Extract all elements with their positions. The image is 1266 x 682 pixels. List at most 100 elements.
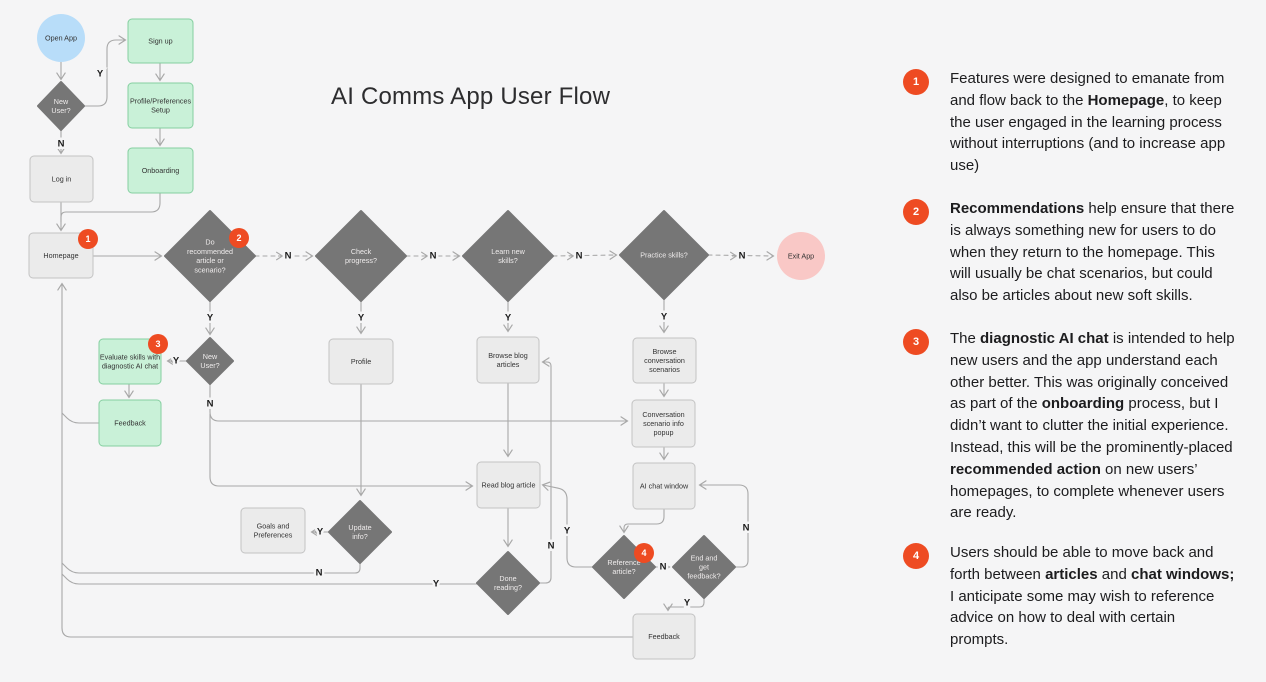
branch-label-y: Y <box>433 579 440 590</box>
page-title: AI Comms App User Flow <box>331 83 611 110</box>
node-label: Read blog article <box>482 481 536 490</box>
annotation-number-badge: 3 <box>903 329 929 355</box>
branch-label-n: N <box>739 251 746 262</box>
node-feedback-diagnostic: Feedback <box>98 399 162 447</box>
node-label: Feedback <box>648 632 680 641</box>
node-exit-app: Exit App <box>777 232 825 280</box>
node-practice-skills: Practice skills? <box>619 210 709 300</box>
edge-end-n-aichat <box>698 480 749 568</box>
step-badge-2 <box>229 228 249 248</box>
flow-edges <box>56 35 775 638</box>
branch-label-y: Y <box>684 598 691 609</box>
branch-label-y: Y <box>97 69 104 80</box>
edge-newusermid-n-popup <box>209 383 629 426</box>
node-log-in: Log in <box>29 155 94 203</box>
branch-label-n: N <box>285 251 292 262</box>
edge-reference-y-readblog <box>541 481 594 568</box>
annotation-text: The diagnostic AI chat is intended to he… <box>950 330 1235 522</box>
svg-text:4: 4 <box>641 548 646 558</box>
node-sign-up: Sign up <box>127 18 194 64</box>
node-feedback-final: Feedback <box>632 613 696 660</box>
edge-donereading-y-return <box>61 573 478 585</box>
annotation-number-badge: 4 <box>903 543 929 569</box>
svg-text:2: 2 <box>236 233 241 243</box>
node-label: Feedback <box>114 419 146 428</box>
annotation-item-4: 4 Users should be able to move back and f… <box>903 543 1239 651</box>
edge-updateinfo-n-return <box>61 562 361 574</box>
edge-learnskills-n <box>552 250 618 260</box>
svg-text:1: 1 <box>85 234 90 244</box>
node-label: Exit App <box>788 252 814 261</box>
annotation-number-badge: 1 <box>903 69 929 95</box>
node-label: Sign up <box>148 37 172 46</box>
branch-label-y: Y <box>358 313 365 324</box>
node-label: Profile <box>351 357 371 366</box>
branch-label-n: N <box>548 541 555 552</box>
annotation-text: Features were designed to emanate from a… <box>950 70 1226 175</box>
svg-text:3: 3 <box>155 339 160 349</box>
node-label: Homepage <box>43 251 78 260</box>
edge-feedback-return <box>61 412 100 424</box>
node-open-app: Open App <box>37 14 85 62</box>
branch-label-n: N <box>430 251 437 262</box>
edge-end-y-feedback <box>663 597 705 612</box>
branch-label-n: N <box>660 562 667 573</box>
edge-aichat-to-reference <box>619 508 665 534</box>
branch-label-n: N <box>58 139 65 150</box>
step-badge-3 <box>148 334 168 354</box>
node-profile: Profile <box>328 338 394 385</box>
branch-label-y: Y <box>505 313 512 324</box>
annotation-text: Users should be able to move back and fo… <box>950 544 1235 649</box>
node-read-blog-article: Read blog article <box>476 461 541 509</box>
branch-label-y: Y <box>661 312 668 323</box>
edge-newusermid-n-readblog <box>209 413 474 491</box>
annotation-item-3: 3 The diagnostic AI chat is intended to h… <box>903 329 1239 524</box>
branch-label-n: N <box>207 399 214 410</box>
branch-label-n: N <box>743 523 750 534</box>
node-label: Onboarding <box>142 166 180 175</box>
node-label: AI chat window <box>640 482 689 491</box>
edge-practiceskills-n-exit <box>707 251 775 261</box>
edge-feedbackfinal-return-homepage <box>57 282 634 638</box>
step-badge-1 <box>78 229 98 249</box>
annotation-item-1: 1 Features were designed to emanate from … <box>903 69 1239 177</box>
branch-label-y: Y <box>173 356 180 367</box>
edge-newuser-y-signup <box>83 35 127 107</box>
node-label: Practice skills? <box>640 251 688 260</box>
node-label: Open App <box>45 34 77 43</box>
branch-label-n: N <box>316 568 323 579</box>
branch-label-y: Y <box>317 527 324 538</box>
annotation-number-badge: 2 <box>903 199 929 225</box>
